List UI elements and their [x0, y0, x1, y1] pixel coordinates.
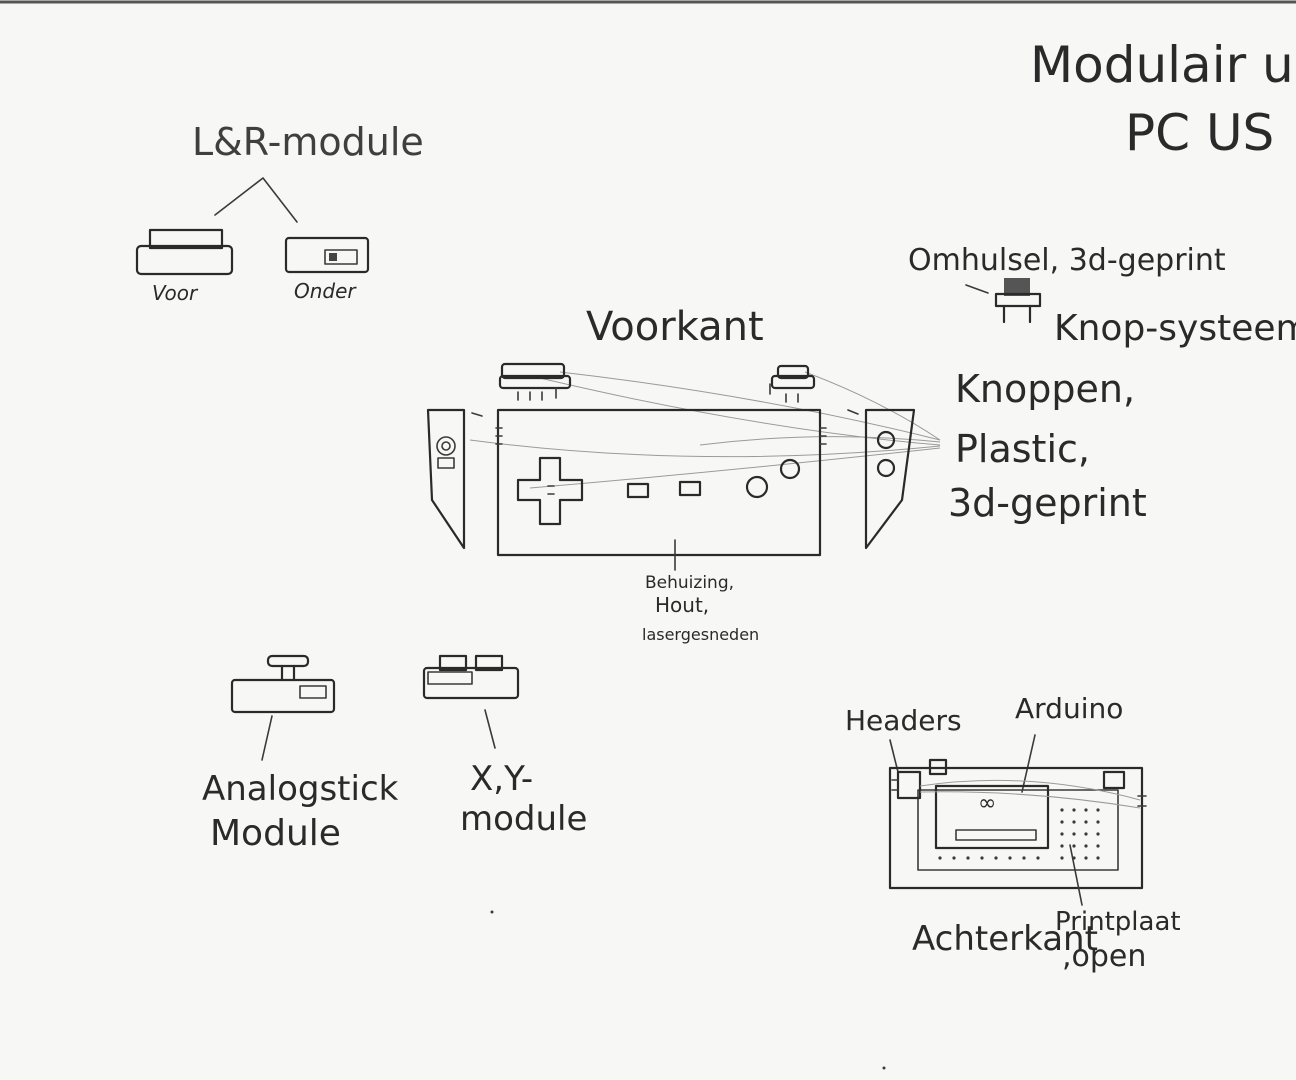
- shoulder-button-right: [769, 364, 816, 403]
- title-line-2: PC US: [1125, 104, 1274, 162]
- back-view-group: Headers Arduino ∞ Achterkant Printplaat …: [845, 692, 1181, 974]
- back-housing-inner: [917, 789, 1119, 871]
- analog-module-label-line-2: Module: [210, 813, 341, 854]
- housing-label-line-1: Behuizing,: [645, 573, 734, 593]
- face-button-a: [745, 475, 769, 499]
- header-block-left: [896, 770, 922, 800]
- headers-label: Headers: [845, 704, 962, 737]
- lr-module-label: L&R-module: [192, 120, 424, 164]
- buttons-label-line-3: 3d-geprint: [948, 481, 1147, 525]
- right-side-panel: [847, 408, 916, 550]
- header-block-right: [1102, 770, 1126, 790]
- dpad-center-marks: [547, 485, 555, 495]
- back-view-label: Achterkant: [912, 919, 1098, 959]
- button-system-sketch: [994, 278, 1042, 324]
- arduino-header-strip: [955, 829, 1037, 841]
- arduino-logo: ∞: [978, 791, 996, 816]
- button-system-label: Knop-systeem: [1054, 308, 1296, 349]
- stray-mark-2: [882, 1066, 886, 1070]
- analog-module-group: Analogstick Module: [202, 654, 399, 854]
- headers-leader: [889, 739, 899, 773]
- xy-module-body: [422, 666, 520, 700]
- analog-module-body: [230, 678, 336, 714]
- left-side-pins: [495, 427, 503, 445]
- xy-button-x: [438, 654, 468, 672]
- back-housing-outer: [888, 766, 1144, 890]
- header-block-top: [928, 758, 948, 776]
- housing-label-line-3: lasergesneden: [642, 625, 759, 644]
- title-line-1: Modulair ui: [1030, 36, 1296, 94]
- right-side-pins: [819, 427, 827, 445]
- buttons-label-line-2: Plastic,: [955, 427, 1090, 471]
- housing-body: [496, 408, 822, 557]
- stray-mark-1: [490, 910, 494, 914]
- pcb-dot-grid: [938, 808, 1100, 860]
- housing-label-line-2: Hout,: [655, 593, 709, 617]
- button-system-group: Omhulsel, 3d-geprint Knop-systeem: [908, 243, 1296, 349]
- arduino-leader: [1021, 734, 1036, 793]
- shoulder-button-left: [498, 362, 572, 401]
- face-button-b: [779, 458, 801, 480]
- lr-module-front-sketch: [135, 228, 234, 276]
- analog-stick-cap: [266, 654, 310, 668]
- xy-module-label-line-1: X,Y-: [470, 759, 533, 799]
- buttons-label-line-1: Knoppen,: [955, 367, 1135, 411]
- xy-button-y: [474, 654, 504, 672]
- analog-stick-shaft: [280, 664, 296, 682]
- button-cover-leader: [965, 284, 989, 294]
- select-button: [626, 482, 650, 499]
- lr-module-bottom-sketch: [284, 236, 370, 274]
- lr-module-branch-lines: [214, 177, 298, 223]
- guide-lines: [469, 371, 941, 489]
- start-button: [678, 480, 702, 497]
- pcb-label-line-1: Printplaat: [1055, 907, 1181, 937]
- arduino-board: [934, 784, 1050, 850]
- dpad: [516, 456, 584, 526]
- button-cover-label: Omhulsel, 3d-geprint: [908, 243, 1226, 278]
- analog-module-label-line-1: Analogstick: [202, 769, 399, 809]
- analog-module-connector: [299, 685, 327, 699]
- xy-module-label-line-2: module: [460, 799, 587, 839]
- xy-module-group: X,Y- module: [422, 654, 587, 839]
- lr-module-group: L&R-module Voor Onder: [135, 120, 424, 305]
- buttons-label-group: Knoppen, Plastic, 3d-geprint: [948, 367, 1147, 525]
- left-side-panel: [426, 408, 483, 550]
- arduino-label: Arduino: [1015, 692, 1123, 725]
- back-guide-lines: [919, 779, 1141, 809]
- pcb-label-line-2: ,open: [1062, 939, 1146, 974]
- pcb-leader: [1069, 844, 1083, 906]
- xy-module-leader: [484, 709, 496, 749]
- front-view-group: Voorkant: [426, 304, 941, 644]
- xy-module-connector: [427, 671, 473, 685]
- header-pins: [891, 779, 1147, 807]
- analog-module-leader: [261, 715, 273, 761]
- lr-module-bottom-label: Onder: [294, 279, 357, 303]
- front-view-label: Voorkant: [586, 304, 764, 350]
- lr-module-front-label: Voor: [152, 281, 199, 305]
